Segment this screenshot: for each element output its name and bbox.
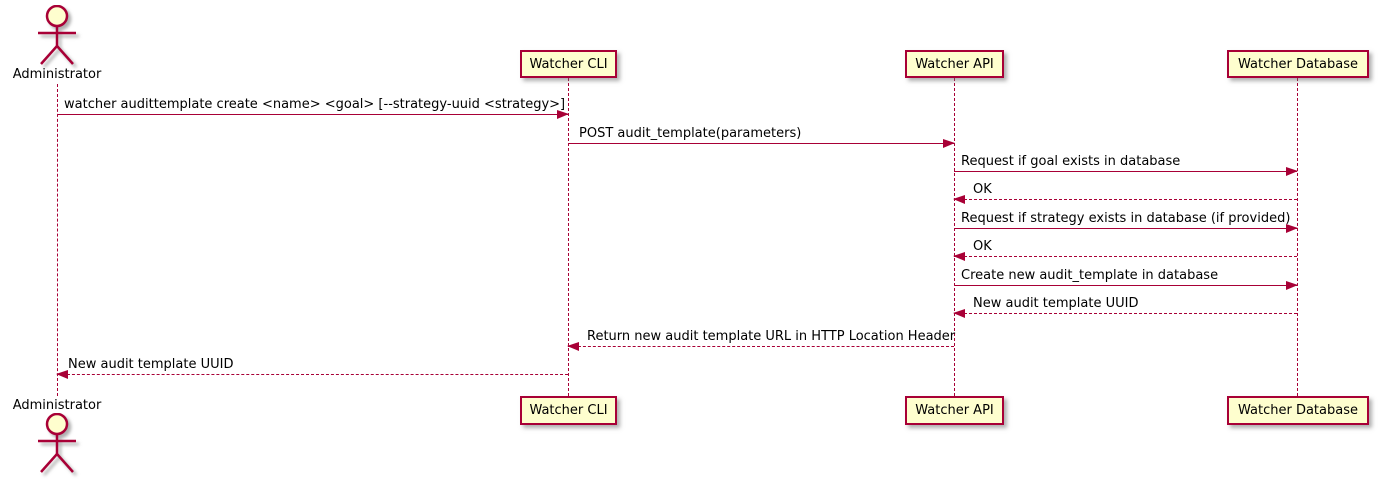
message-7: Create new audit_template in database [954, 266, 1298, 290]
message-6: OK [953, 237, 1297, 261]
message-line [57, 114, 568, 115]
message-line [954, 256, 1297, 257]
message-label: Create new audit_template in database [961, 268, 1219, 283]
message-label: OK [973, 182, 992, 197]
message-line [954, 285, 1297, 286]
arrowhead-right-icon [1286, 281, 1298, 290]
participant-label: Watcher CLI [529, 56, 608, 72]
arrowhead-left-icon [953, 309, 965, 318]
message-label: Request if goal exists in database [961, 154, 1181, 169]
lifeline-watcher-database [1297, 78, 1298, 396]
actor-icon [38, 412, 76, 473]
participant-watcher-cli-bottom: Watcher CLI [520, 396, 617, 425]
message-3: Request if goal exists in database [954, 152, 1298, 176]
message-label: watcher audittemplate create <name> <goa… [64, 97, 566, 112]
arrowhead-left-icon [56, 370, 68, 379]
arrowhead-left-icon [567, 342, 579, 351]
participant-label: Watcher Database [1238, 403, 1358, 418]
message-line [568, 346, 954, 347]
lifeline-administrator [57, 84, 58, 396]
lifeline-watcher-cli [568, 78, 569, 396]
message-label: New audit template UUID [68, 357, 234, 372]
message-line [568, 143, 954, 144]
participant-watcher-database-bottom: Watcher Database [1227, 396, 1369, 425]
message-2: POST audit_template(parameters) [568, 124, 955, 148]
message-label: Request if strategy exists in database (… [961, 211, 1291, 226]
message-9: Return new audit template URL in HTTP Lo… [567, 327, 956, 351]
message-line [954, 171, 1297, 172]
message-line [954, 199, 1297, 200]
arrowhead-right-icon [943, 139, 955, 148]
message-line [954, 313, 1297, 314]
message-line [57, 374, 568, 375]
participant-label: Watcher Database [1238, 56, 1358, 72]
actor-label-administrator-top: Administrator [12, 67, 102, 82]
participant-label: Watcher CLI [529, 403, 608, 418]
message-label: Return new audit template URL in HTTP Lo… [587, 329, 956, 344]
actor-administrator-bottom [34, 412, 80, 479]
message-10: New audit template UUID [56, 355, 568, 379]
actor-administrator-top [34, 4, 80, 71]
actor-icon [38, 4, 76, 65]
participant-watcher-database-top: Watcher Database [1227, 50, 1369, 78]
arrowhead-right-icon [557, 110, 569, 119]
participant-label: Watcher API [915, 56, 994, 72]
arrowhead-right-icon [1286, 167, 1298, 176]
message-label: POST audit_template(parameters) [579, 126, 802, 141]
participant-watcher-api-bottom: Watcher API [905, 396, 1004, 425]
message-1: watcher audittemplate create <name> <goa… [57, 95, 569, 119]
message-4: OK [953, 180, 1297, 204]
message-label: OK [973, 239, 992, 254]
message-line [954, 228, 1297, 229]
message-5: Request if strategy exists in database (… [954, 209, 1298, 233]
message-label: New audit template UUID [973, 296, 1139, 311]
actor-label-administrator-bottom: Administrator [12, 398, 102, 413]
participant-watcher-api-top: Watcher API [905, 50, 1004, 78]
lifeline-watcher-api [954, 78, 955, 396]
arrowhead-right-icon [1286, 224, 1298, 233]
arrowhead-left-icon [953, 195, 965, 204]
arrowhead-left-icon [953, 252, 965, 261]
participant-watcher-cli-top: Watcher CLI [520, 50, 617, 78]
participant-label: Watcher API [915, 403, 994, 418]
message-8: New audit template UUID [953, 294, 1297, 318]
